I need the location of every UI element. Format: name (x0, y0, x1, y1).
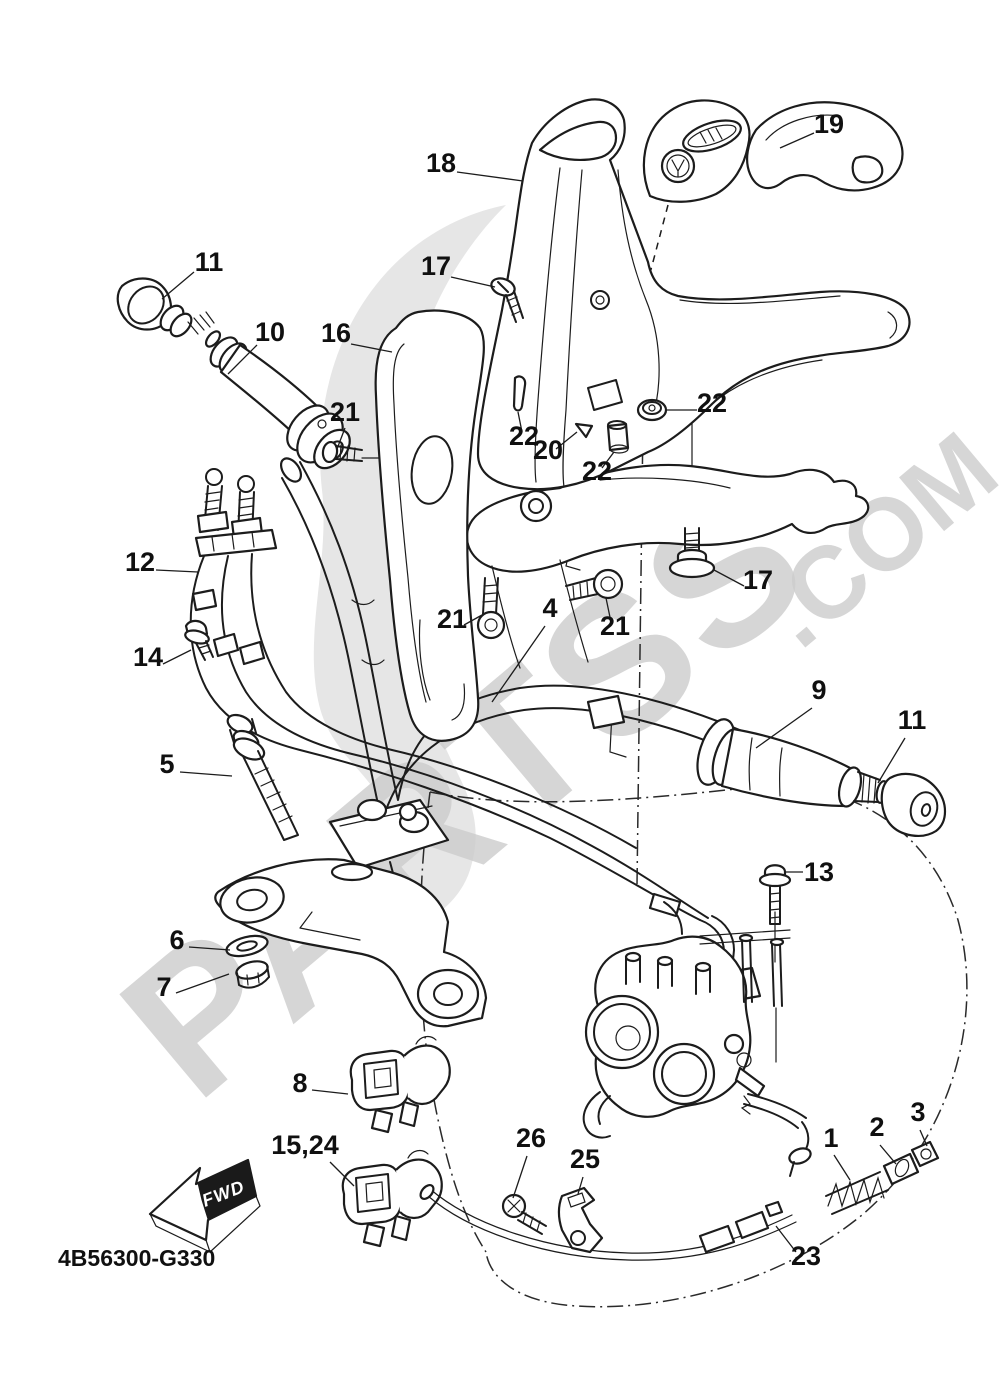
callout-label-2: 2 (869, 1112, 884, 1142)
callout-label-6: 6 (169, 925, 184, 955)
callout-label-12: 12 (125, 547, 155, 577)
callout-label-15,24: 15,24 (271, 1130, 339, 1160)
callout-label-14: 14 (133, 642, 163, 672)
callout-label-21: 21 (600, 611, 630, 641)
callout-leader-6 (188, 946, 231, 951)
callout-leader-7 (175, 973, 230, 994)
callout-leader-3 (919, 1129, 928, 1147)
callout-leader-23 (775, 1225, 797, 1253)
callout-label-22: 22 (697, 388, 727, 418)
callout-label-1: 1 (823, 1123, 838, 1153)
callout-label-11: 11 (195, 247, 224, 277)
callout-leader-17 (713, 569, 745, 587)
under-bracket (214, 858, 488, 1028)
callout-leader-5 (179, 771, 233, 777)
callout-leader-8 (311, 1089, 349, 1095)
callout-leader-21 (605, 597, 612, 623)
callout-leader-15,24 (329, 1161, 355, 1187)
cable-assembly (189, 468, 762, 1006)
callout-label-20: 20 (533, 435, 563, 465)
handlebar (279, 457, 759, 921)
callout-label-19: 19 (814, 109, 844, 139)
callout-leader-10 (227, 344, 258, 375)
callout-label-9: 9 (811, 675, 826, 705)
callout-label-17: 17 (743, 565, 773, 595)
upper-cover (476, 98, 911, 491)
throttle-body (582, 929, 812, 1177)
callout-leader-4 (491, 625, 546, 703)
spring (825, 1171, 889, 1215)
cable-bracket (501, 1186, 604, 1254)
callout-leader-11 (161, 271, 195, 300)
callout-leader-22 (601, 451, 615, 469)
inner-bracket (374, 309, 485, 742)
diagram-part-code: 4B56300-G330 (58, 1245, 215, 1271)
cable-holder-pair (349, 1035, 451, 1134)
callout-label-16: 16 (321, 318, 351, 348)
callout-label-23: 23 (791, 1241, 821, 1271)
callout-leader-26 (512, 1155, 528, 1199)
rear-cover (642, 99, 904, 203)
callout-leader-22 (517, 411, 523, 433)
callout-leader-9 (755, 707, 813, 749)
callout-label-7: 7 (156, 972, 171, 1002)
callout-label-3: 3 (910, 1097, 925, 1127)
callout-leader-20 (555, 431, 578, 450)
callout-leader-2 (879, 1144, 897, 1165)
callout-label-21: 21 (437, 604, 467, 634)
callout-leader-11 (877, 737, 906, 784)
callout-label-4: 4 (542, 593, 557, 623)
callout-leader-12 (155, 569, 199, 573)
callout-leader-16 (350, 343, 393, 353)
left-grip (116, 277, 351, 470)
callout-label-21: 21 (330, 397, 360, 427)
callout-label-17: 17 (421, 251, 451, 281)
callout-leader-21 (336, 427, 346, 450)
callout-label-18: 18 (426, 148, 456, 178)
callout-leader-18 (456, 171, 524, 182)
callout-leader-25 (577, 1176, 584, 1195)
callout-label-10: 10 (255, 317, 285, 347)
right-bar-end (880, 772, 947, 838)
callout-label-22: 22 (509, 421, 539, 451)
callout-label-22: 22 (582, 456, 612, 486)
handle-holder (465, 463, 870, 669)
callout-label-11: 11 (898, 705, 927, 735)
washer (225, 934, 269, 958)
fasteners (184, 277, 792, 989)
callout-leader-21 (463, 614, 483, 626)
callout-label-13: 13 (804, 857, 834, 887)
callout-leader-17 (450, 276, 496, 288)
right-grip (696, 718, 947, 838)
callout-label-26: 26 (516, 1123, 546, 1153)
callout-leader-19 (779, 132, 815, 149)
callout-leader-14 (162, 649, 192, 665)
callout-label-5: 5 (159, 749, 174, 779)
cap (910, 1140, 940, 1168)
collar (882, 1152, 920, 1186)
callout-label-25: 25 (570, 1144, 600, 1174)
callout-label-8: 8 (292, 1068, 307, 1098)
callout-leader-1 (833, 1154, 851, 1181)
throttle-cable (419, 1140, 940, 1261)
fwd-arrow: FWD (148, 1158, 261, 1254)
